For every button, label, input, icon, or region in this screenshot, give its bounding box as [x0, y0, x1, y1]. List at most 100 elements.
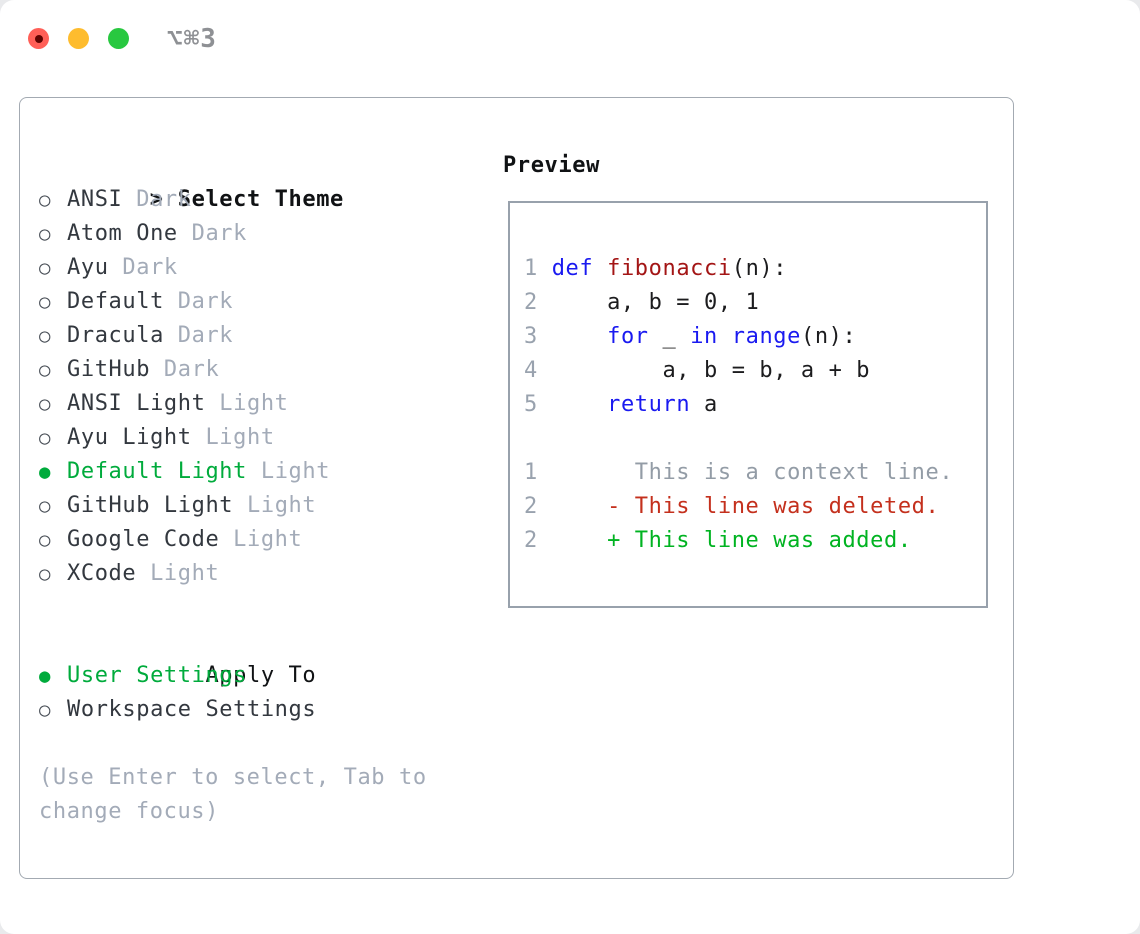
minimize-button[interactable]	[68, 28, 89, 49]
code-segment: _	[648, 324, 691, 349]
code-line: 1 def fibonacci(n):	[524, 252, 986, 286]
theme-option[interactable]: ○ ANSI Dark	[39, 183, 469, 217]
apply-option-label: User Settings	[67, 663, 247, 688]
radio-unselected-icon: ○	[39, 223, 52, 245]
prompt-icon: >	[149, 187, 164, 212]
apply-to-title-row: Apply To	[39, 625, 469, 688]
radio-unselected-icon: ○	[39, 325, 52, 347]
apply-option[interactable]: ● User Settings	[39, 659, 469, 693]
theme-variant-badge: Light	[219, 527, 303, 552]
close-dot-icon	[34, 34, 43, 43]
theme-option[interactable]: ○ Dracula Dark	[39, 319, 469, 353]
code-segment: in	[690, 324, 718, 349]
theme-variant-badge: Light	[247, 459, 331, 484]
code-line: 3 for _ in range(n):	[524, 320, 986, 354]
theme-option-label: GitHub Light	[67, 493, 234, 518]
theme-option-label: Default Light	[67, 459, 247, 484]
code-line: 4 a, b = b, a + b	[524, 354, 986, 388]
theme-option-label: Atom One	[67, 221, 178, 246]
code-line	[524, 422, 986, 456]
theme-option[interactable]: ○ GitHub Light Light	[39, 489, 469, 523]
apply-to-list: ● User Settings ○Workspace Settings	[39, 659, 469, 727]
code-segment: fibonacci	[607, 256, 732, 281]
code-segment: - This line was deleted.	[551, 494, 940, 519]
theme-variant-badge: Dark	[108, 255, 178, 280]
code-segment	[593, 256, 607, 281]
theme-option[interactable]: ○ Google Code Light	[39, 523, 469, 557]
code-line: 5 return a	[524, 388, 986, 422]
theme-option[interactable]: ○ Default Dark	[39, 285, 469, 319]
theme-option-label: Google Code	[67, 527, 220, 552]
code-segment: (n):	[800, 324, 857, 349]
preview-title: Preview	[503, 153, 600, 178]
code-segment: (n):	[731, 256, 788, 281]
line-number: 1	[524, 460, 552, 485]
theme-option[interactable]: ○ GitHub Dark	[39, 353, 469, 387]
theme-option[interactable]: ● Default Light Light	[39, 455, 469, 489]
line-number: 3	[524, 324, 552, 349]
keyboard-shortcut-label: ⌥⌘3	[167, 24, 217, 54]
code-line: 2 a, b = 0, 1	[524, 286, 986, 320]
line-number: 2	[524, 528, 552, 553]
theme-variant-badge: Light	[233, 493, 317, 518]
radio-unselected-icon: ○	[39, 257, 52, 279]
theme-list-title-row: > Select Theme	[39, 149, 469, 212]
code-segment: return	[607, 392, 691, 417]
code-segment: a	[690, 392, 718, 417]
close-button[interactable]	[28, 28, 49, 49]
theme-selector-column: >Select Theme ○ANSI Dark○Atom One Dark○A…	[39, 149, 469, 829]
code-segment	[552, 324, 607, 349]
radio-unselected-icon: ○	[39, 359, 52, 381]
titlebar: ⌥⌘3	[0, 0, 1140, 76]
theme-option[interactable]: ○ANSI Light Light	[39, 387, 469, 421]
theme-variant-badge: Dark	[163, 323, 234, 348]
theme-option-label: GitHub	[67, 357, 151, 382]
code-segment: + This line was added.	[551, 528, 912, 553]
theme-option-label: ANSI	[67, 187, 123, 212]
theme-option[interactable]: ○Ayu Dark	[39, 251, 469, 285]
theme-option[interactable]: ○ Ayu Light Light	[39, 421, 469, 455]
apply-to-title: Apply To	[205, 663, 317, 688]
theme-variant-badge: Light	[191, 425, 275, 450]
line-number: 1	[524, 256, 552, 281]
theme-option-label: Dracula	[67, 323, 164, 348]
radio-unselected-icon: ○	[39, 699, 52, 721]
code-segment: This is a context line.	[551, 460, 954, 485]
apply-option[interactable]: ○Workspace Settings	[39, 693, 469, 727]
radio-unselected-icon: ○	[39, 563, 52, 585]
theme-option-label: Default	[67, 289, 164, 314]
theme-list-title: Select Theme	[177, 187, 344, 212]
theme-option-label: XCode	[67, 561, 137, 586]
theme-variant-badge: Light	[136, 561, 220, 586]
theme-variant-badge: Light	[205, 391, 289, 416]
theme-option[interactable]: ○Atom One Dark	[39, 217, 469, 251]
code-segment: a, b = 0, 1	[551, 290, 760, 315]
radio-unselected-icon: ○	[39, 495, 52, 517]
theme-variant-badge: Dark	[122, 187, 192, 212]
help-text: (Use Enter to select, Tab to change focu…	[39, 765, 441, 824]
maximize-button[interactable]	[108, 28, 129, 49]
traffic-lights	[28, 28, 129, 49]
line-number: 2	[524, 290, 552, 315]
radio-unselected-icon: ○	[39, 427, 52, 449]
line-number: 5	[524, 392, 552, 417]
theme-variant-badge: Dark	[150, 357, 220, 382]
radio-selected-icon: ●	[39, 461, 52, 483]
code-segment: for	[607, 324, 649, 349]
theme-list: ○ANSI Dark○Atom One Dark○Ayu Dark○Defaul…	[39, 183, 469, 591]
radio-unselected-icon: ○	[39, 189, 52, 211]
radio-selected-icon: ●	[39, 665, 52, 687]
theme-option[interactable]: ○ XCode Light	[39, 557, 469, 591]
radio-unselected-icon: ○	[39, 529, 52, 551]
theme-option-label: Ayu Light	[67, 425, 192, 450]
code-line: 2 - This line was deleted.	[524, 490, 986, 524]
line-number: 2	[524, 494, 552, 519]
theme-option-label: ANSI Light	[67, 391, 206, 416]
code-line: 2 + This line was added.	[524, 524, 986, 558]
radio-unselected-icon: ○	[39, 291, 52, 313]
code-line: 1 This is a context line.	[524, 456, 986, 490]
code-segment	[718, 324, 732, 349]
theme-variant-badge: Dark	[163, 289, 234, 314]
